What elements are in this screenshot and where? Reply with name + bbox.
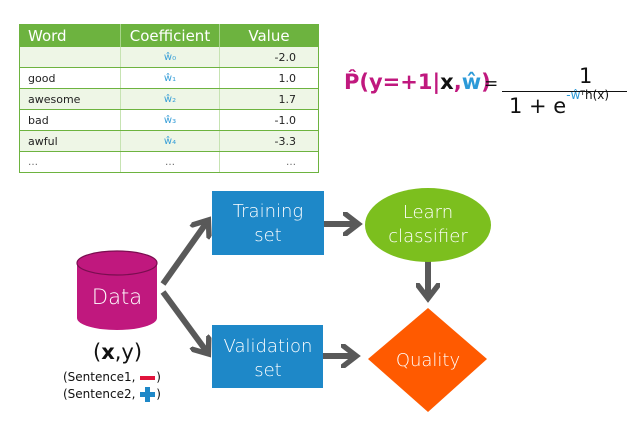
learn-label-line1: Learn xyxy=(403,202,453,223)
formula-numerator: 1 xyxy=(579,64,593,88)
quality-diamond: Quality xyxy=(368,308,487,412)
xy-x: x xyxy=(101,340,115,364)
formula-exp-rest: ᵀh(x) xyxy=(580,88,610,102)
table-row: ŵ₀ -2.0 xyxy=(19,47,319,68)
cell-value: 1.7 xyxy=(219,88,319,110)
formula-w: ŵ xyxy=(461,70,482,94)
training-label-line2: set xyxy=(254,225,282,246)
xy-label: (x,y) xyxy=(93,340,142,364)
table-header-row: Word Coefficient Value xyxy=(19,24,319,47)
cell-value: … xyxy=(219,151,319,173)
pair1-close: ) xyxy=(156,370,161,384)
formula-equals: = xyxy=(484,74,499,94)
cell-word: awesome xyxy=(19,88,121,110)
table-row: … … … xyxy=(19,151,319,173)
validation-label-line2: set xyxy=(254,360,282,381)
table-row: awesome ŵ₂ 1.7 xyxy=(19,88,319,110)
xy-rest: ,y) xyxy=(114,340,143,364)
formula-comma: , xyxy=(453,70,462,94)
arrow-data-to-validation xyxy=(160,290,207,352)
formula-x: x xyxy=(440,70,454,94)
cell-coef: ŵ₄ xyxy=(120,130,220,152)
cell-word: awful xyxy=(19,130,121,152)
cell-value: -3.3 xyxy=(219,130,319,152)
arrow-data-to-training xyxy=(160,222,207,286)
training-set-box: Training set xyxy=(212,191,324,255)
minus-icon xyxy=(140,375,156,380)
formula-close: ) xyxy=(481,70,491,94)
formula-lhs: P̂(y=+1|x,ŵ) xyxy=(344,70,491,94)
formula-denominator: 1 + e-ŵᵀh(x) xyxy=(509,88,609,118)
formula-denominator-base: 1 + e xyxy=(509,94,567,118)
data-cylinder: Data xyxy=(76,250,158,330)
cell-coef: ŵ₃ xyxy=(120,109,220,131)
learn-classifier-ellipse: Learn classifier xyxy=(365,188,491,262)
validation-set-box: Validation set xyxy=(212,325,323,388)
formula-exp-w: -ŵ xyxy=(566,88,581,102)
xy-open: ( xyxy=(93,340,102,364)
example-pair-2: (Sentence2, ) xyxy=(63,386,161,403)
cell-coef: ŵ₀ xyxy=(120,47,220,68)
data-label: Data xyxy=(92,285,142,309)
cell-value: -1.0 xyxy=(219,109,319,131)
table-row: bad ŵ₃ -1.0 xyxy=(19,109,319,131)
cell-value: -2.0 xyxy=(219,47,319,68)
table-row: awful ŵ₄ -3.3 xyxy=(19,130,319,152)
pair1-text: (Sentence1, xyxy=(63,370,136,384)
quality-label: Quality xyxy=(396,350,460,371)
formula-p: P̂(y=+1| xyxy=(344,70,441,94)
coefficient-table: Word Coefficient Value ŵ₀ -2.0 good ŵ₁ 1… xyxy=(19,24,319,173)
pair2-close: ) xyxy=(156,387,161,401)
learn-label-line2: classifier xyxy=(388,226,468,247)
logistic-formula: P̂(y=+1|x,ŵ) = 1 1 + e-ŵᵀh(x) xyxy=(344,60,634,120)
plus-icon xyxy=(140,387,156,402)
cell-word: … xyxy=(19,151,121,173)
cell-coef: … xyxy=(120,151,220,173)
header-word: Word xyxy=(19,24,121,47)
cell-value: 1.0 xyxy=(219,67,319,89)
pair2-text: (Sentence2, xyxy=(63,387,136,401)
cell-coef: ŵ₂ xyxy=(120,88,220,110)
cell-coef: ŵ₁ xyxy=(120,67,220,89)
validation-label-line1: Validation xyxy=(224,336,313,357)
cell-word: bad xyxy=(19,109,121,131)
header-coefficient: Coefficient xyxy=(120,24,220,47)
table-row: good ŵ₁ 1.0 xyxy=(19,67,319,89)
header-value: Value xyxy=(219,24,319,47)
training-label-line1: Training xyxy=(233,201,303,222)
formula-fraction-bar xyxy=(502,91,627,92)
cell-word: good xyxy=(19,67,121,89)
example-pair-1: (Sentence1, ) xyxy=(63,370,161,384)
cell-word xyxy=(19,47,121,68)
